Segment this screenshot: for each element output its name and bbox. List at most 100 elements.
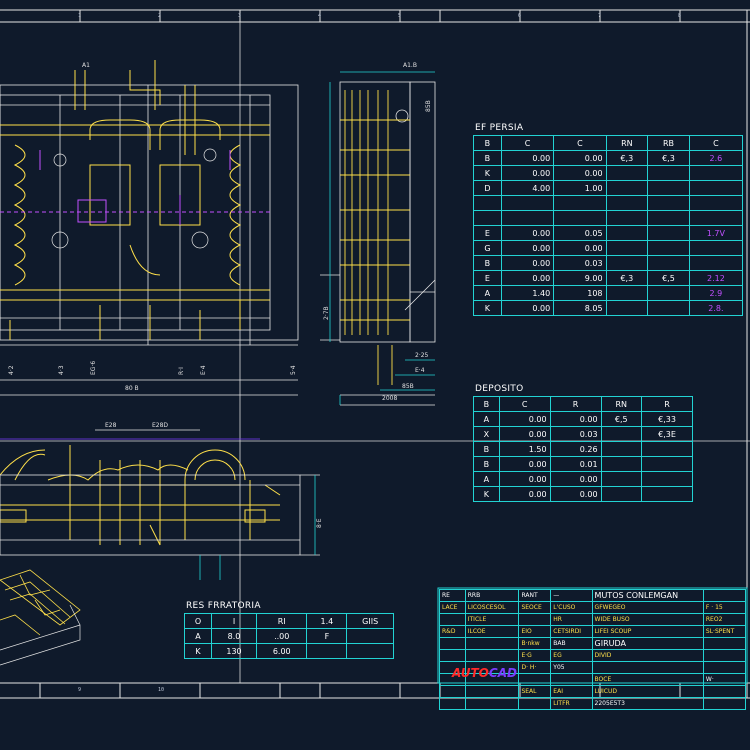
dim-label-arc: E28 bbox=[105, 422, 117, 429]
header-cell: RN bbox=[600, 396, 643, 412]
table-cell: 0.00 bbox=[500, 255, 555, 271]
border-tick-label: 7 bbox=[598, 13, 602, 19]
table-cell: 2.8. bbox=[688, 300, 744, 316]
table-cell bbox=[647, 240, 690, 256]
table-cell: 0.00 bbox=[498, 426, 551, 442]
dim-label-vertical: R·I bbox=[178, 367, 185, 375]
table-cell bbox=[641, 486, 693, 502]
title-block-row: ITICLE HR WIDE BUSO REO2 bbox=[439, 613, 747, 626]
header-cell: O bbox=[184, 613, 212, 629]
table-cell: 0.00 bbox=[553, 150, 607, 166]
table-cell: 2.9 bbox=[688, 285, 744, 301]
title-block-cell: B·nkw bbox=[518, 637, 552, 650]
table-cell bbox=[605, 225, 649, 241]
title-block-row: LACE LICOSCESOL SEOCE L'CUSO GFWEGEO F ·… bbox=[439, 601, 747, 614]
table-cell: A bbox=[473, 285, 502, 301]
title-block-cell: W· bbox=[702, 673, 747, 686]
title-block[interactable]: RE RRB RANT — MUTOS CONLEMGAN LACE LICOS… bbox=[439, 589, 747, 710]
logo-text-part: AUTO bbox=[452, 666, 489, 680]
dim-label-side: 2·25 bbox=[415, 352, 429, 359]
table-deposito-title: DEPOSITO bbox=[475, 384, 524, 394]
title-block-cell bbox=[702, 637, 747, 650]
title-block-cell: LICOSCESOL bbox=[464, 601, 520, 614]
title-block-cell: RANT bbox=[518, 589, 552, 602]
table-cell: 0.00 bbox=[553, 165, 607, 181]
table-cell: B bbox=[473, 255, 502, 271]
table-cell: E bbox=[473, 270, 502, 286]
dim-label-side: 2·7B bbox=[323, 306, 330, 320]
header-cell: RN bbox=[605, 135, 649, 151]
table-row: X 0.00 0.03 €,3E bbox=[473, 426, 693, 442]
table-cell: 0.26 bbox=[549, 441, 602, 457]
title-block-cell bbox=[518, 697, 552, 710]
table-row: K 0.00 0.00 bbox=[473, 486, 693, 502]
table-row: A 0.00 0.00 €,5 €,33 bbox=[473, 411, 693, 427]
dim-label-vertical: 4·3 bbox=[58, 365, 65, 375]
title-block-row: RE RRB RANT — MUTOS CONLEMGAN bbox=[439, 589, 747, 602]
table-cell bbox=[346, 643, 394, 659]
table-cell bbox=[605, 165, 649, 181]
table-cell: B bbox=[473, 441, 500, 457]
table-cell: 1.7V bbox=[688, 225, 744, 241]
header-cell: C bbox=[498, 396, 551, 412]
table-res[interactable]: O I RI 1.4 GIIS A 8.0 ..00 F K 130 6.00 bbox=[184, 613, 394, 659]
title-block-cell: 2205E5T3 bbox=[591, 697, 704, 710]
title-block-row: BOCE W· bbox=[439, 673, 747, 686]
table-cell bbox=[647, 225, 690, 241]
table-cell: 4.00 bbox=[500, 180, 555, 196]
table-cell: €,3 bbox=[605, 270, 649, 286]
table-row: G 0.00 0.00 bbox=[473, 240, 744, 256]
title-block-cell: RE bbox=[439, 589, 466, 602]
title-block-cell: GIRUDA bbox=[591, 637, 704, 650]
title-block-cell bbox=[464, 685, 520, 698]
table-cell: 0.00 bbox=[500, 150, 555, 166]
table-cell: E bbox=[473, 225, 502, 241]
table-cell bbox=[688, 255, 744, 271]
border-tick-label: 6 bbox=[518, 13, 522, 19]
table-cell bbox=[641, 441, 693, 457]
title-block-cell: HR bbox=[550, 613, 593, 626]
table-cell: K bbox=[473, 300, 502, 316]
table-cell: ..00 bbox=[256, 628, 308, 644]
table-deposito[interactable]: B C R RN R A 0.00 0.00 €,5 €,33 X 0.00 0… bbox=[473, 396, 693, 502]
table-row: A 8.0 ..00 F bbox=[184, 628, 394, 644]
table-cell bbox=[688, 165, 744, 181]
table-cell: €,3 bbox=[605, 150, 649, 166]
title-block-cell bbox=[518, 673, 552, 686]
table-cell: 1.00 bbox=[553, 180, 607, 196]
table-cell: 0.00 bbox=[553, 240, 607, 256]
title-block-cell: MUTOS CONLEMGAN bbox=[591, 589, 704, 602]
table-cell: 0.03 bbox=[553, 255, 607, 271]
title-block-cell bbox=[702, 697, 747, 710]
table-cell: B bbox=[473, 456, 500, 472]
title-block-cell: RRB bbox=[464, 589, 520, 602]
title-block-cell: GFWEGEO bbox=[591, 601, 704, 614]
title-block-cell: F · 15 bbox=[702, 601, 747, 614]
title-block-cell bbox=[702, 685, 747, 698]
title-block-cell bbox=[439, 649, 466, 662]
title-block-cell: D· H· bbox=[518, 661, 552, 674]
table-cell: €,5 bbox=[647, 270, 690, 286]
table-cell: 1.40 bbox=[500, 285, 555, 301]
dim-label-side: 2008 bbox=[382, 395, 398, 402]
title-block-cell bbox=[702, 589, 747, 602]
title-block-cell: EIO bbox=[518, 625, 552, 638]
title-block-cell bbox=[439, 637, 466, 650]
table-row bbox=[473, 195, 744, 211]
table-row: D 4.00 1.00 bbox=[473, 180, 744, 196]
table-cell: 0.00 bbox=[500, 225, 555, 241]
table-cell: X bbox=[473, 426, 500, 442]
table-header-row: O I RI 1.4 GIIS bbox=[184, 613, 394, 629]
table-cell: 0.00 bbox=[500, 270, 555, 286]
table-cell: 0.00 bbox=[498, 471, 551, 487]
table-cell: K bbox=[184, 643, 212, 659]
table-cell: A bbox=[473, 411, 500, 427]
dim-label-side-top: A1.B bbox=[403, 62, 417, 69]
table-cell: 1.50 bbox=[498, 441, 551, 457]
table-cell: 6.00 bbox=[256, 643, 308, 659]
title-block-row: E·G EG DIVID bbox=[439, 649, 747, 662]
table-ef[interactable]: B C C RN RB C B 0.00 0.00 €,3 €,3 2.6 K … bbox=[473, 135, 744, 316]
table-row: B 0.00 0.01 bbox=[473, 456, 693, 472]
table-cell: 2.12 bbox=[688, 270, 744, 286]
